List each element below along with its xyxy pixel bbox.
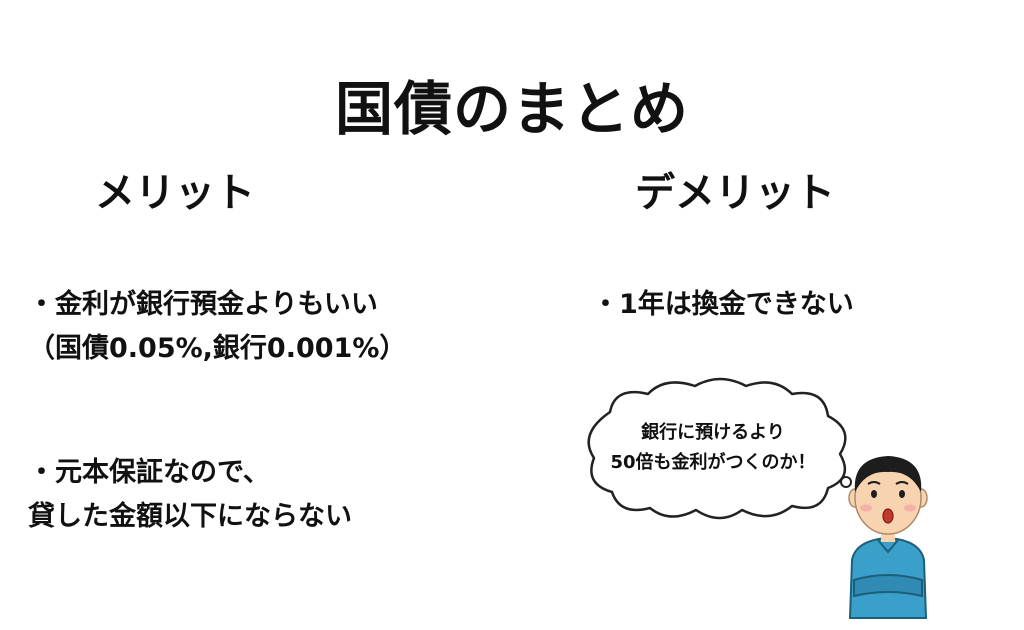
merit-point-1-line2: （国債0.05%,銀行0.001%） [28,333,407,364]
merit-heading: メリット [95,170,255,216]
surprised-man-icon [848,456,928,619]
merit-point-2-line1: ・元本保証なので、 [28,457,270,488]
speech-bubble-text: 銀行に預けるより 50倍も金利がつくのか！ [582,418,844,478]
merit-point-2-line2: 貸した金額以下にならない [28,501,352,532]
merit-point-1-line1: ・金利が銀行預金よりもいい [28,289,378,320]
speech-bubble-line1: 銀行に預けるより [641,422,785,443]
page-title: 国債のまとめ [334,75,689,143]
demerit-point-1: ・1年は換金できない [592,289,854,320]
speech-bubble-line2: 50倍も金利がつくのか！ [610,452,816,473]
speech-bubble [587,377,860,520]
demerit-heading: デメリット [635,170,835,216]
